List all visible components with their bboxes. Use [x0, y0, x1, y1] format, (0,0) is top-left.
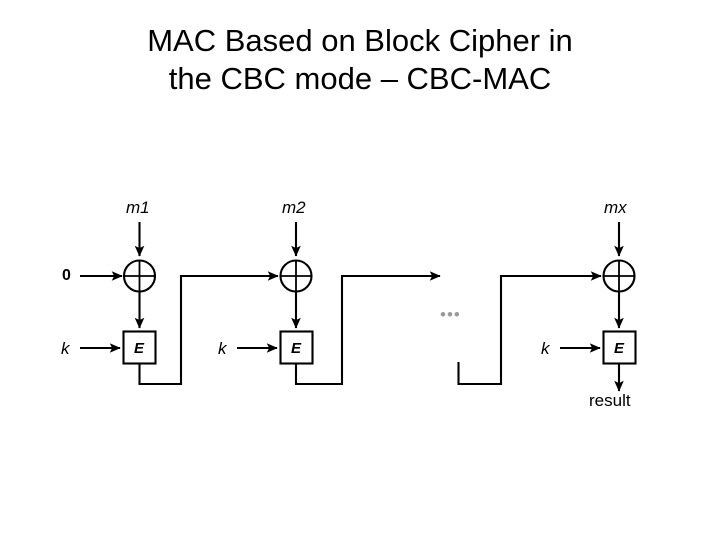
label-cipher-1: E: [134, 340, 145, 357]
label-cipher-x: E: [614, 340, 625, 357]
label-iv-zero: 0: [62, 267, 71, 284]
page-title: MAC Based on Block Cipher in the CBC mod…: [0, 22, 720, 98]
page-title-line-2: the CBC mode – CBC-MAC: [168, 61, 552, 96]
label-result: result: [589, 391, 631, 410]
label-m2: m2: [282, 198, 306, 217]
label-m1: m1: [126, 198, 150, 217]
label-key-2: k: [218, 339, 227, 358]
page-title-line-1: MAC Based on Block Cipher in: [147, 23, 573, 58]
feedback-path-x-stub: [457, 271, 602, 386]
feedback-path-2: [294, 271, 441, 386]
label-mx: mx: [604, 198, 627, 217]
label-cipher-2: E: [291, 340, 302, 357]
label-key-1: k: [61, 339, 70, 358]
feedback-path-1: [138, 271, 279, 386]
cipher-box-2: [279, 330, 314, 365]
label-key-x: k: [541, 339, 550, 358]
label-ellipsis: •••: [440, 305, 461, 324]
